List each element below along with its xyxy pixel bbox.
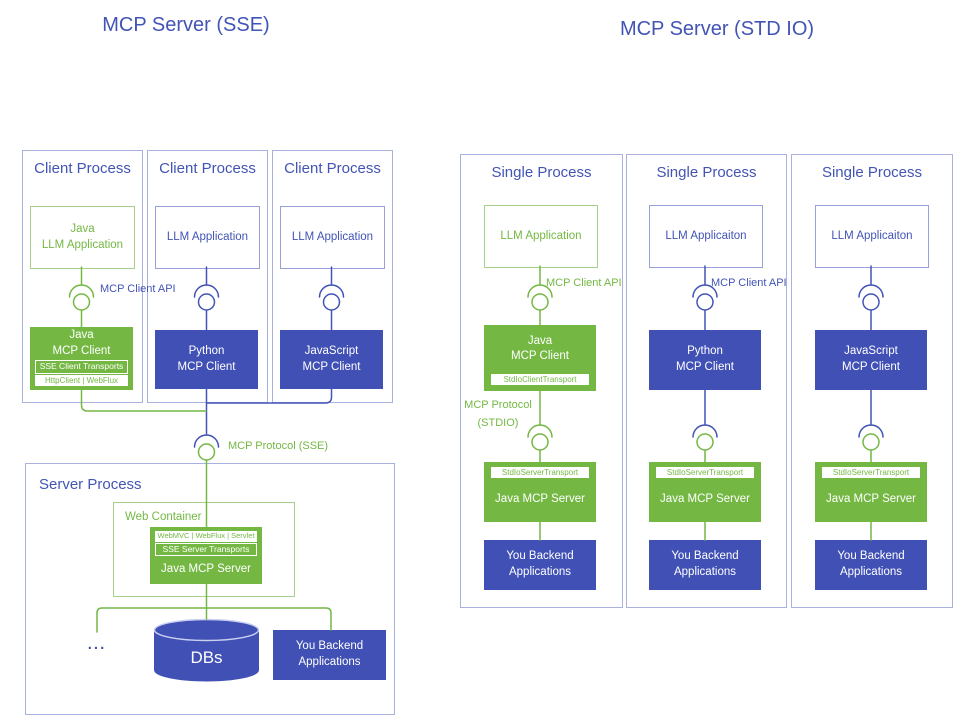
server-label: Java MCP Server — [660, 493, 750, 506]
backend-applications-box: You Backend Applications — [815, 540, 927, 590]
stdio-server-transport-strip: StdIoServerTransport — [822, 467, 920, 479]
llm-application-box: LLM Application — [155, 206, 260, 269]
server-label: Java MCP Server — [826, 493, 916, 506]
java-mcp-client-box: Java MCP Client SSE Client Transports Ht… — [30, 327, 133, 390]
web-container-title: Web Container — [125, 511, 202, 523]
database-cylinder: DBs — [153, 618, 260, 682]
server-label: Java MCP Server — [495, 493, 585, 506]
backend-applications-box: You Backend Applications — [649, 540, 761, 590]
python-mcp-client-box: Python MCP Client — [649, 330, 761, 390]
server-process-title: Server Process — [39, 476, 142, 493]
mcp-client-api-label: MCP Client API — [100, 283, 176, 295]
mcp-client-api-label: MCP Client API — [711, 277, 787, 289]
stdio-client-transport-strip: StdIoClientTransport — [491, 373, 589, 385]
client-label: Java MCP Client — [52, 329, 111, 357]
stdio-single-process-3: Single Process — [791, 154, 953, 608]
java-mcp-server-box: StdIoServerTransport Java MCP Server — [649, 462, 761, 522]
server-impls-strip: WebMVC | WebFlux | Servlet — [155, 531, 257, 542]
sse-server-transports-strip: SSE Server Transports — [155, 542, 257, 556]
sse-server-process: Server Process — [25, 463, 395, 715]
mcp-client-api-label: MCP Client API — [546, 277, 622, 289]
llm-application-box: LLM Applicaiton — [649, 205, 763, 268]
db-label: DBs — [190, 648, 222, 667]
java-mcp-server-box: StdIoServerTransport Java MCP Server — [815, 462, 927, 522]
server-label: Java MCP Server — [161, 563, 251, 576]
llm-application-box: LLM Application — [484, 205, 598, 268]
process-title: Single Process — [656, 164, 757, 181]
llm-application-box: LLM Application — [280, 206, 385, 269]
javascript-mcp-client-box: JavaScript MCP Client — [815, 330, 927, 390]
mcp-protocol-sse-label: MCP Protocol (SSE) — [228, 440, 329, 452]
java-mcp-server-box: WebMVC | WebFlux | Servlet SSE Server Tr… — [150, 527, 262, 584]
process-title: Client Process — [159, 160, 256, 177]
java-mcp-client-box: Java MCP Client StdIoClientTransport — [484, 325, 596, 391]
process-title: Single Process — [821, 164, 923, 181]
client-label: Java MCP Client — [511, 334, 569, 363]
process-title: Single Process — [491, 164, 592, 181]
mcp-protocol-stdio-label: MCP Protocol (STDIO) — [464, 399, 532, 429]
llm-application-box: LLM Applicaiton — [815, 205, 929, 268]
more-resources-ellipsis: ... — [87, 636, 107, 653]
sse-client-process-3: Client Process — [272, 150, 393, 403]
stdio-single-process-2: Single Process — [626, 154, 787, 608]
process-title: Client Process — [34, 160, 131, 177]
process-title: Client Process — [284, 160, 381, 177]
stdio-server-transport-strip: StdIoServerTransport — [656, 467, 754, 479]
backend-applications-box: You Backend Applications — [484, 540, 596, 590]
java-mcp-server-box: StdIoServerTransport Java MCP Server — [484, 462, 596, 522]
stdio-diagram-title: MCP Server (STD IO) — [619, 18, 815, 40]
mcp-protocol-sse-connector-icon — [193, 434, 220, 461]
client-impls-strip: HttpClient | WebFlux — [35, 374, 128, 386]
backend-applications-box: You Backend Applications — [273, 630, 386, 680]
stdio-server-transport-strip: StdIoServerTransport — [491, 467, 589, 479]
python-mcp-client-box: Python MCP Client — [155, 330, 258, 389]
java-llm-application-box: Java LLM Application — [30, 206, 135, 269]
sse-client-transports-strip: SSE Client Transports — [35, 360, 128, 374]
stdio-single-process-1: Single Process — [460, 154, 623, 608]
javascript-mcp-client-box: JavaScript MCP Client — [280, 330, 383, 389]
sse-diagram-title: MCP Server (SSE) — [102, 14, 270, 36]
web-container-box: Web Container — [113, 502, 295, 597]
